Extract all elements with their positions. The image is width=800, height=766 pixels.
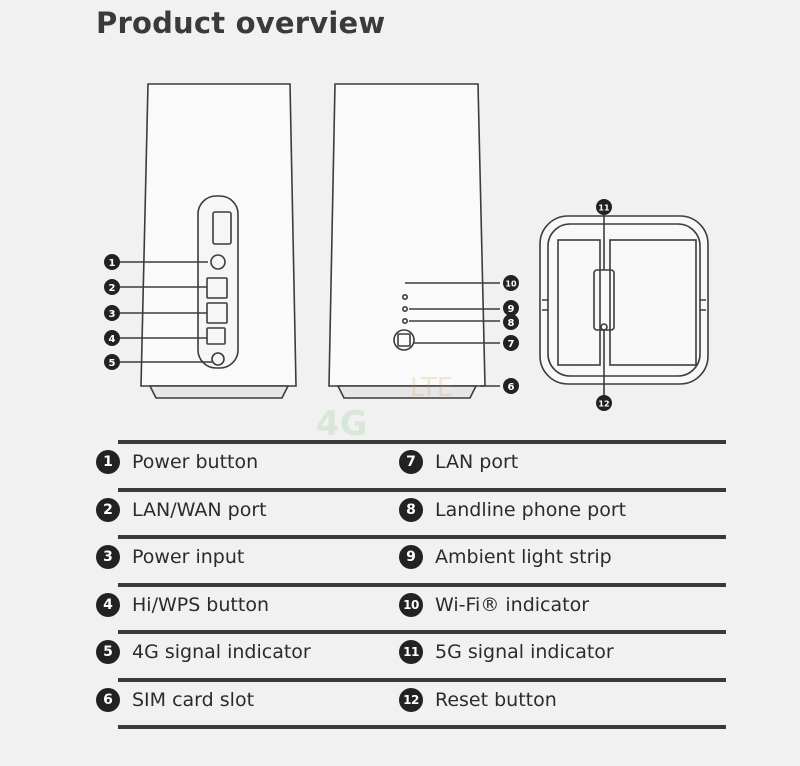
legend-item-landline-phone-port: 8 Landline phone port [399,497,627,522]
callout-10-num: 10 [505,280,517,289]
legend-row: 6 SIM card slot 12 Reset button [96,677,726,726]
callout-4-num: 4 [109,334,116,345]
legend-row: 3 Power input 9 Ambient light strip [96,535,726,583]
legend-row: 1 Power button 7 LAN port [96,440,726,488]
landline-port-shape [393,329,415,351]
lan-wan-port-shape [206,277,228,299]
divider [118,630,726,634]
number-badge: 2 [96,497,120,522]
legend-item-power-input: 3 Power input [96,545,244,569]
number-badge: 9 [399,545,423,569]
legend-row: 5 4G signal indicator 11 5G signal indic… [96,630,726,678]
callout-9: 9 [503,300,519,316]
divider [118,725,726,729]
legend-label: Power input [132,546,245,568]
legend-label: SIM card slot [132,688,255,711]
legend-item-hi-wps-button: 4 Hi/WPS button [96,592,269,617]
divider [118,582,726,587]
legend-item-reset-button: 12 Reset button [399,687,557,712]
legend-item-power-button: 1 Power button [96,450,258,474]
divider [118,535,726,539]
legend-label: Ambient light strip [435,546,612,568]
router-diagram: 4G LTE 1 2 3 4 5 6 7 8 9 10 11 12 [104,83,709,440]
callout-12-num: 12 [598,400,609,409]
legend-item-ambient-light-strip: 9 Ambient light strip [399,545,612,569]
legend-item-wifi-indicator: 10 Wi-Fi® indicator [399,592,590,617]
callout-6-num: 6 [508,382,515,393]
power-button-shape [210,254,226,270]
callout-4: 4 [104,330,120,346]
callout-8-num: 8 [508,318,515,329]
legend-table: 1 Power button 7 LAN port 2 LAN/WAN port… [96,440,726,725]
callout-11-num: 11 [598,204,610,213]
port-panel [197,195,239,369]
callout-7-num: 7 [508,339,515,350]
callout-3-num: 3 [109,309,116,320]
legend-label: Landline phone port [435,498,627,521]
number-badge: 8 [399,497,423,522]
number-badge: 3 [96,545,120,569]
divider [118,440,726,444]
callout-10: 10 [503,275,519,291]
legend-label: Hi/WPS button [132,593,269,616]
router-back-base [148,385,290,399]
legend-row: 2 LAN/WAN port 8 Landline phone port [96,487,726,536]
number-badge: 10 [399,592,423,617]
legend-label: Power button [132,451,259,473]
legend-item-lan-port: 7 LAN port [399,450,518,474]
number-badge: 6 [96,687,120,712]
watermark: 4G LTE [316,373,453,440]
legend-item-4g-signal-indicator: 5 4G signal indicator [96,640,311,664]
page-title: Product overview [96,6,386,40]
number-badge: 12 [399,687,423,712]
router-bottom-outer [539,215,709,385]
legend-label: Wi-Fi® indicator [435,593,590,616]
svg-text:LTE: LTE [410,373,453,403]
number-badge: 11 [399,640,423,664]
wps-button-shape [206,327,226,345]
callout-1-num: 1 [109,258,116,269]
led-4g-shape [211,352,225,366]
callout-2-num: 2 [109,283,116,294]
legend-label: Reset button [435,688,557,711]
legend-label: 4G signal indicator [132,641,311,663]
callout-11: 11 [596,199,612,215]
number-badge: 4 [96,592,120,617]
sim-slot [212,211,232,245]
legend-label: 5G signal indicator [435,641,614,663]
divider [118,677,726,682]
router-front-base [336,385,478,399]
callout-7: 7 [503,335,519,351]
callout-2: 2 [104,279,120,295]
divider [118,487,726,492]
callout-6: 6 [503,378,519,394]
legend-item-5g-signal-indicator: 11 5G signal indicator [399,640,614,664]
svg-text:4G: 4G [316,404,368,440]
callout-5-num: 5 [109,358,116,369]
number-badge: 7 [399,450,423,474]
legend-item-sim-card-slot: 6 SIM card slot [96,687,255,712]
legend-label: LAN port [435,451,519,473]
legend-label: LAN/WAN port [132,498,267,521]
callout-3: 3 [104,305,120,321]
callout-12: 12 [596,395,612,411]
callout-8: 8 [503,314,519,330]
number-badge: 1 [96,450,120,474]
callout-1: 1 [104,254,120,270]
number-badge: 5 [96,640,120,664]
callout-9-num: 9 [508,304,515,315]
legend-row: 4 Hi/WPS button 10 Wi-Fi® indicator [96,582,726,631]
router-front-body [328,83,486,387]
callout-5: 5 [104,354,120,370]
legend-item-lan-wan-port: 2 LAN/WAN port [96,497,267,522]
